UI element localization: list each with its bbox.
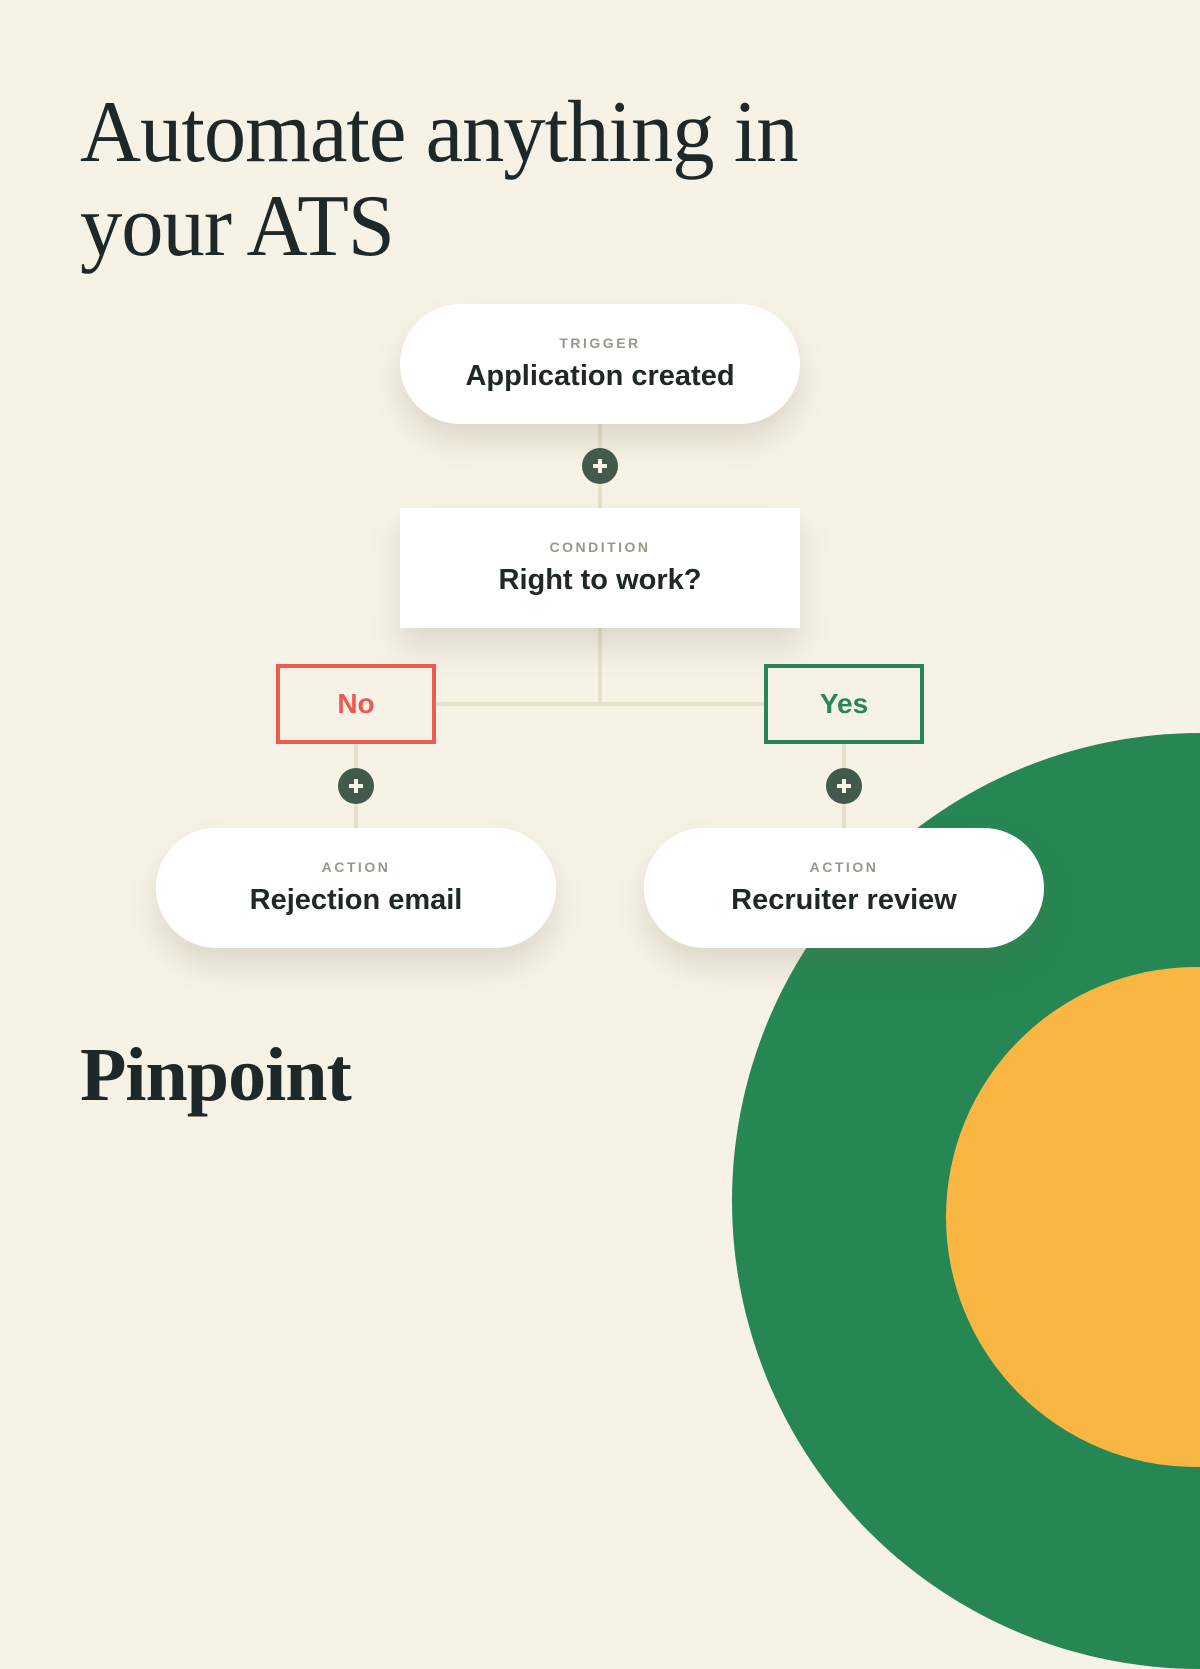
add-step-button-yes[interactable] <box>826 768 862 804</box>
condition-kind-label: CONDITION <box>549 539 651 555</box>
plus-icon <box>837 779 851 793</box>
headline-line-1: Automate anything in <box>80 84 798 181</box>
trigger-name: Application created <box>465 360 735 392</box>
add-step-button-no[interactable] <box>338 768 374 804</box>
branch-no[interactable]: No <box>276 664 436 744</box>
trigger-kind-label: TRIGGER <box>559 335 641 351</box>
connector-horizontal-split <box>434 702 766 706</box>
headline: Automate anything in your ATS <box>80 86 798 274</box>
branch-yes[interactable]: Yes <box>764 664 924 744</box>
condition-node[interactable]: CONDITION Right to work? <box>400 508 800 628</box>
action-name: Recruiter review <box>731 884 957 916</box>
action-name: Rejection email <box>249 884 463 916</box>
headline-line-2: your ATS <box>80 178 395 275</box>
action-kind-label: ACTION <box>321 859 391 875</box>
action-node-rejection[interactable]: ACTION Rejection email <box>156 828 556 948</box>
add-step-button[interactable] <box>582 448 618 484</box>
condition-name: Right to work? <box>498 564 702 596</box>
plus-icon <box>593 459 607 473</box>
trigger-node[interactable]: TRIGGER Application created <box>400 304 800 424</box>
action-node-recruiter-review[interactable]: ACTION Recruiter review <box>644 828 1044 948</box>
brand-logo: Pinpoint <box>80 1033 352 1117</box>
connector-condition-split <box>598 628 602 706</box>
plus-icon <box>349 779 363 793</box>
action-kind-label: ACTION <box>809 859 879 875</box>
